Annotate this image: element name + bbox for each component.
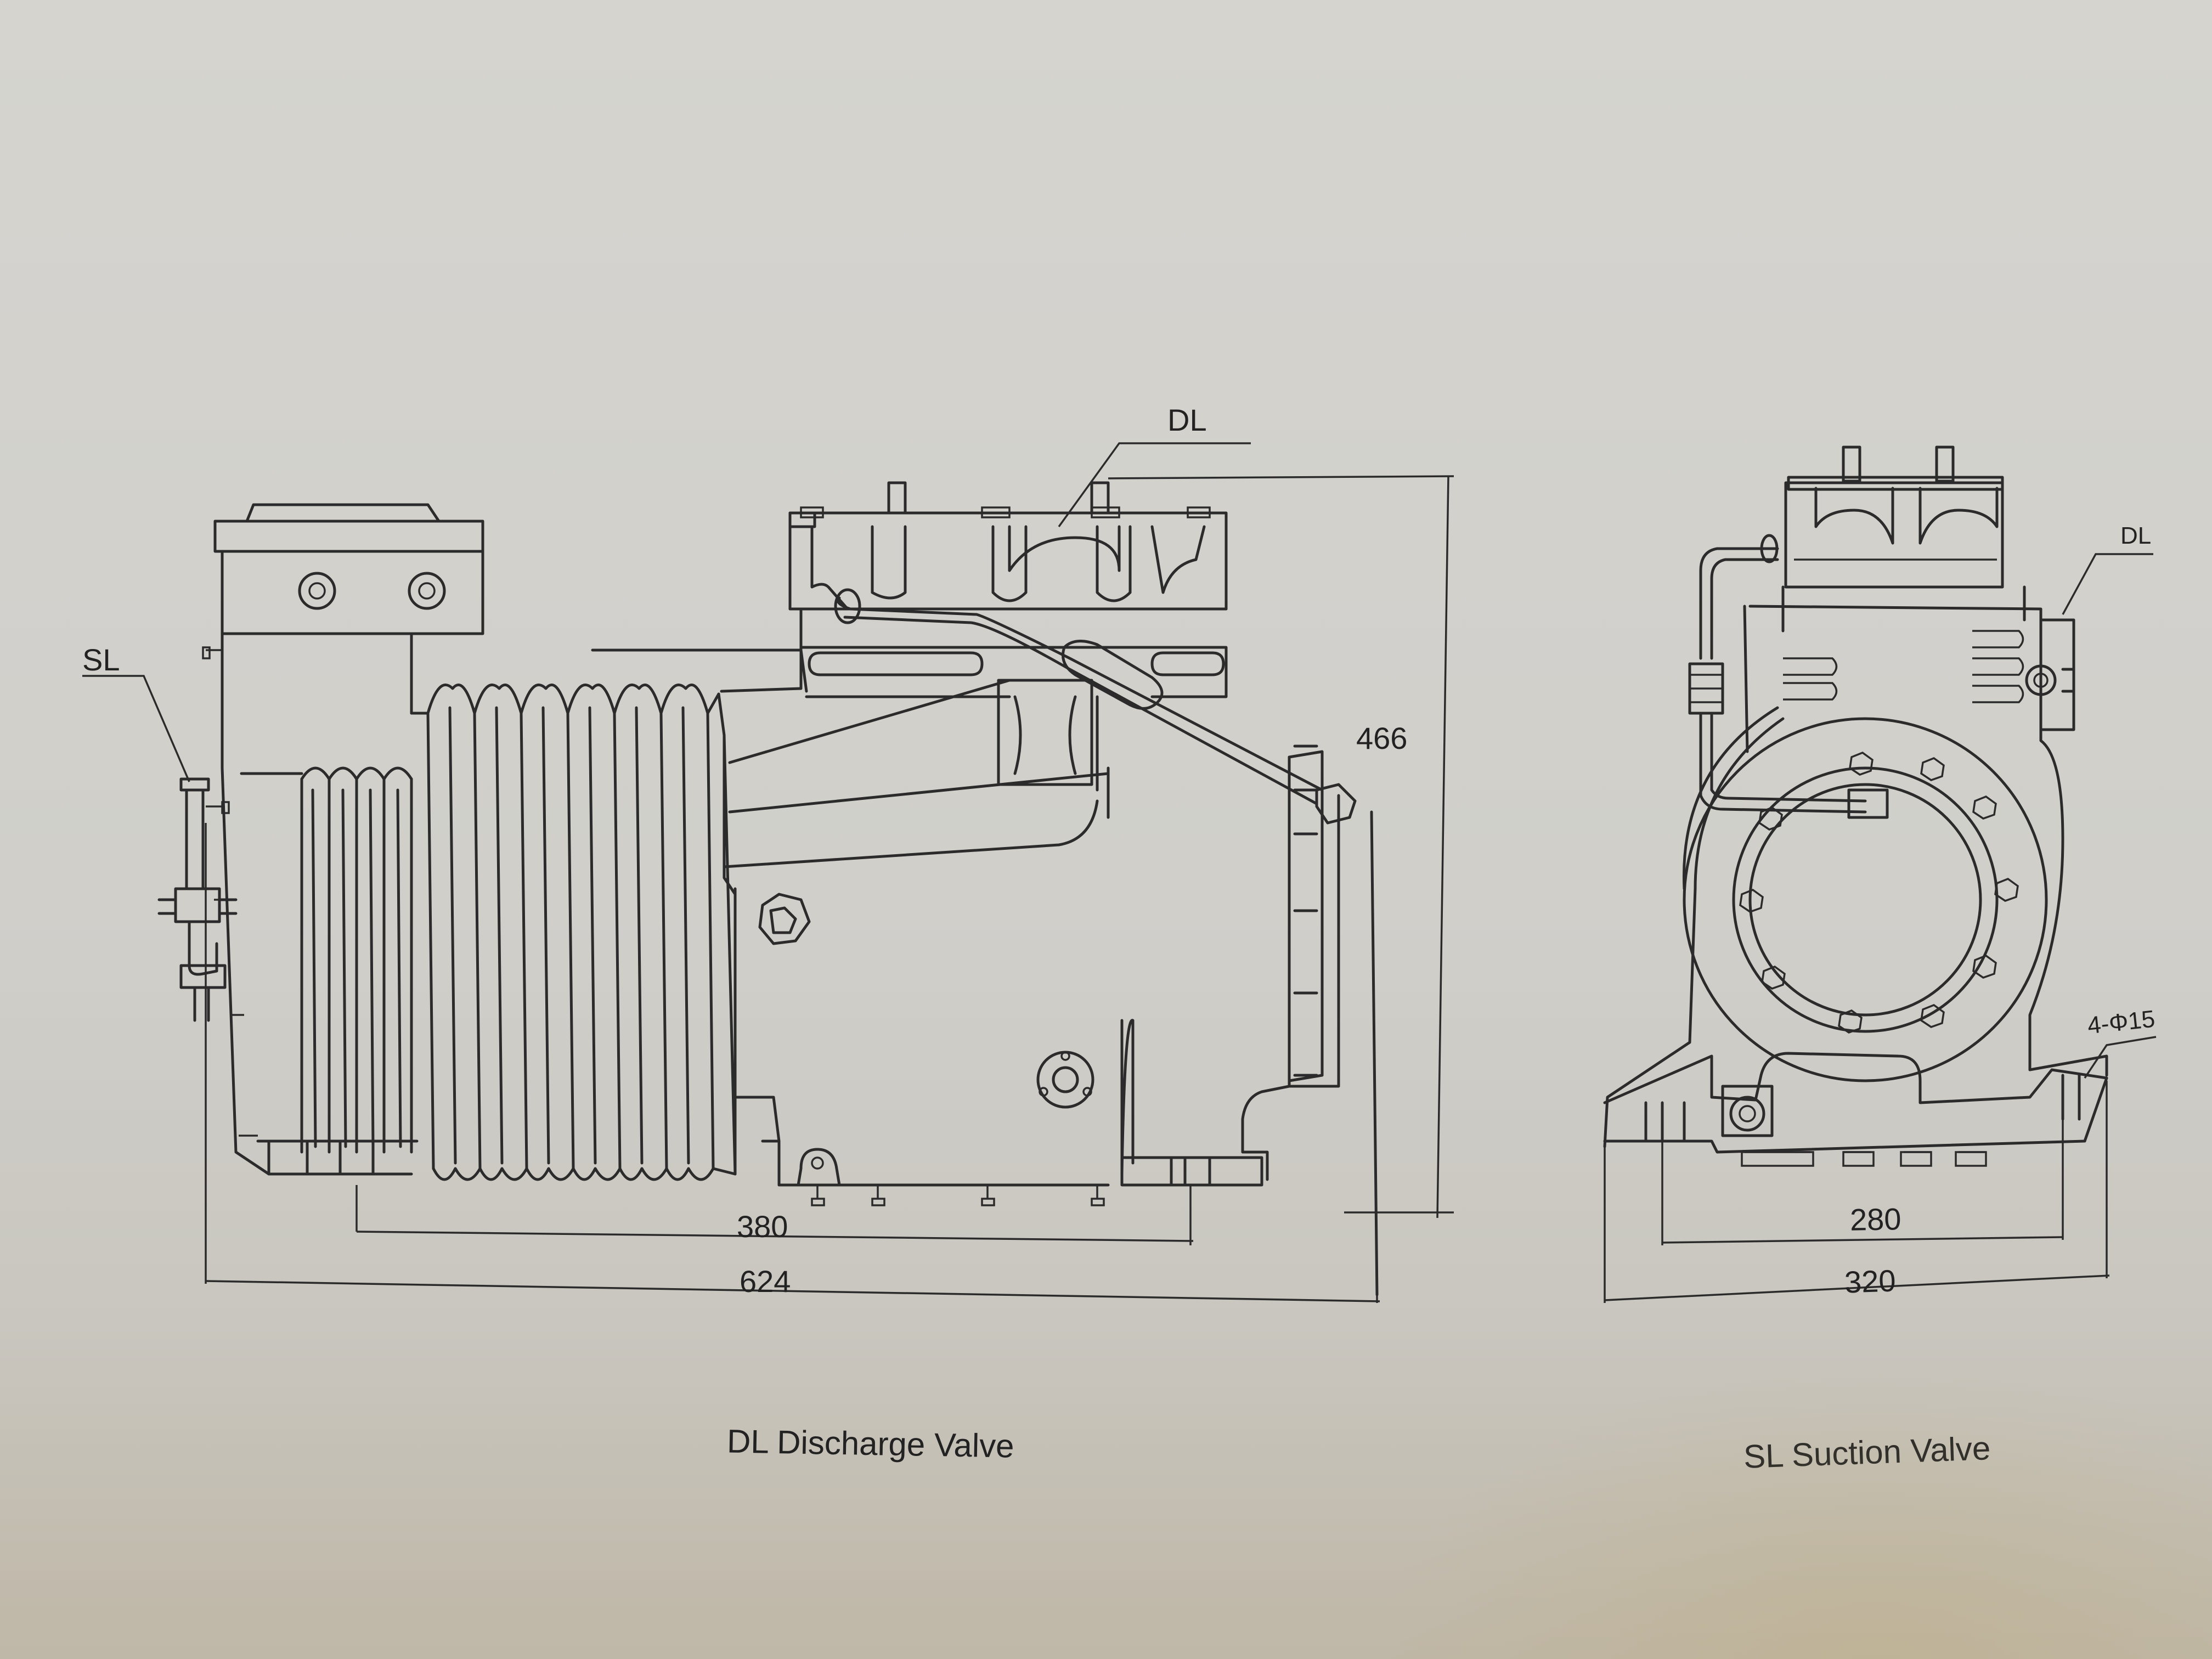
cooling-fins bbox=[410, 684, 720, 715]
side-view bbox=[157, 481, 1379, 1296]
dimension-height: 466 bbox=[1356, 721, 1408, 755]
dimension-380: 380 bbox=[737, 1209, 788, 1244]
dl-right-label: DL bbox=[2120, 522, 2152, 549]
dimension-624: 624 bbox=[740, 1264, 791, 1299]
side-view-caption: DL Discharge Valve bbox=[726, 1423, 1015, 1465]
motor-cover-lid bbox=[245, 503, 441, 523]
end-view-caption: SL Suction Valve bbox=[1742, 1430, 1991, 1475]
dimension-320: 320 bbox=[1843, 1263, 1897, 1300]
sl-left-label: SL bbox=[82, 642, 120, 677]
flange-bolts bbox=[1739, 752, 2019, 1034]
motor-flange bbox=[1683, 717, 2048, 1082]
motor-housing bbox=[221, 632, 413, 1176]
end-view bbox=[1603, 445, 2108, 1167]
crankcase-body bbox=[733, 887, 781, 1187]
end-view-dimensions bbox=[1604, 553, 2157, 1303]
terminal-box bbox=[221, 550, 484, 635]
dl-top-label: DL bbox=[1167, 403, 1207, 437]
motor-cover-top bbox=[213, 520, 484, 553]
dimension-280: 280 bbox=[1849, 1201, 1901, 1237]
side-view-dimensions bbox=[82, 442, 1454, 1303]
